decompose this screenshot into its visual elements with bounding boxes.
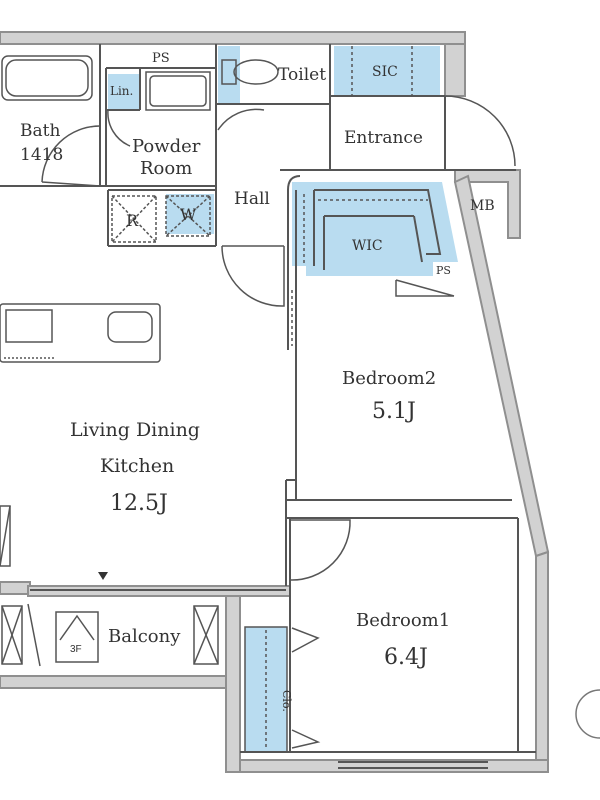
ldk-label-1: Living Dining xyxy=(70,419,200,441)
entrance-door xyxy=(444,95,516,167)
hall-label: Hall xyxy=(234,189,270,209)
room-labels: PS Toilet SIC Lin. Bath 1418 Powder Room… xyxy=(20,51,495,712)
fridge-space xyxy=(111,195,157,243)
bedroom2-size-label: 5.1J xyxy=(372,399,416,424)
ldk-label-2: Kitchen xyxy=(100,455,174,477)
bathtub xyxy=(1,55,93,101)
bath-door xyxy=(41,125,101,187)
vanity xyxy=(145,71,211,111)
powder-door xyxy=(107,109,131,147)
bedroom1-size-label: 6.4J xyxy=(384,645,428,670)
w-label: W xyxy=(180,205,197,224)
kitchen-sink xyxy=(107,311,153,343)
wall-balcony-bottom xyxy=(0,675,227,689)
sic-label: SIC xyxy=(372,64,398,80)
floor-marker-label: 3F xyxy=(70,644,82,655)
bedroom1-name-label: Bedroom1 xyxy=(356,610,450,631)
wic-label: WIC xyxy=(352,238,383,254)
bedroom2-door xyxy=(395,279,455,297)
mb-label: MB xyxy=(470,198,495,214)
balcony-unit-left xyxy=(1,605,23,665)
ps-wic-label: PS xyxy=(436,264,451,277)
doors xyxy=(41,95,516,749)
balcony-unit-right xyxy=(193,605,219,665)
balcony-label: Balcony xyxy=(108,626,181,647)
bath-name-label: Bath xyxy=(20,121,60,141)
evacuation-hatch xyxy=(55,611,99,663)
toilet-fixture xyxy=(221,59,279,85)
closet-door-upper xyxy=(291,627,320,653)
closet-door-lower xyxy=(291,729,321,749)
kitchen-counter xyxy=(0,303,161,363)
wall-bedroom1-left xyxy=(225,589,241,773)
washer-space xyxy=(165,195,211,237)
powder-label-1: Powder xyxy=(132,136,201,157)
wall-right-lower xyxy=(535,550,549,773)
bedroom2-name-label: Bedroom2 xyxy=(342,368,436,389)
closet-label: Clo. xyxy=(280,690,293,712)
ps-top-label: PS xyxy=(152,51,170,66)
exterior-walls xyxy=(0,31,550,773)
toilet-door xyxy=(217,108,265,131)
bedroom1-door xyxy=(289,519,351,581)
compass-icon xyxy=(575,689,600,739)
r-label: R xyxy=(126,211,139,230)
toilet-label: Toilet xyxy=(278,65,326,85)
lin-fill xyxy=(108,74,140,110)
wall-balcony-top xyxy=(0,581,31,595)
storage-fills xyxy=(108,46,458,752)
cooktop xyxy=(5,309,53,343)
fixtures xyxy=(0,46,428,753)
window-marker-icon xyxy=(98,572,108,580)
hall-door xyxy=(221,245,285,307)
bath-size-label: 1418 xyxy=(20,145,63,165)
lin-label: Lin. xyxy=(110,84,133,98)
wall-right-upper xyxy=(444,43,466,97)
entrance-label: Entrance xyxy=(344,128,423,148)
powder-label-2: Room xyxy=(140,158,192,179)
ldk-size-label: 12.5J xyxy=(110,491,168,516)
closet-fill xyxy=(245,627,287,752)
wic-fill xyxy=(292,182,458,276)
wall-top xyxy=(0,31,466,45)
